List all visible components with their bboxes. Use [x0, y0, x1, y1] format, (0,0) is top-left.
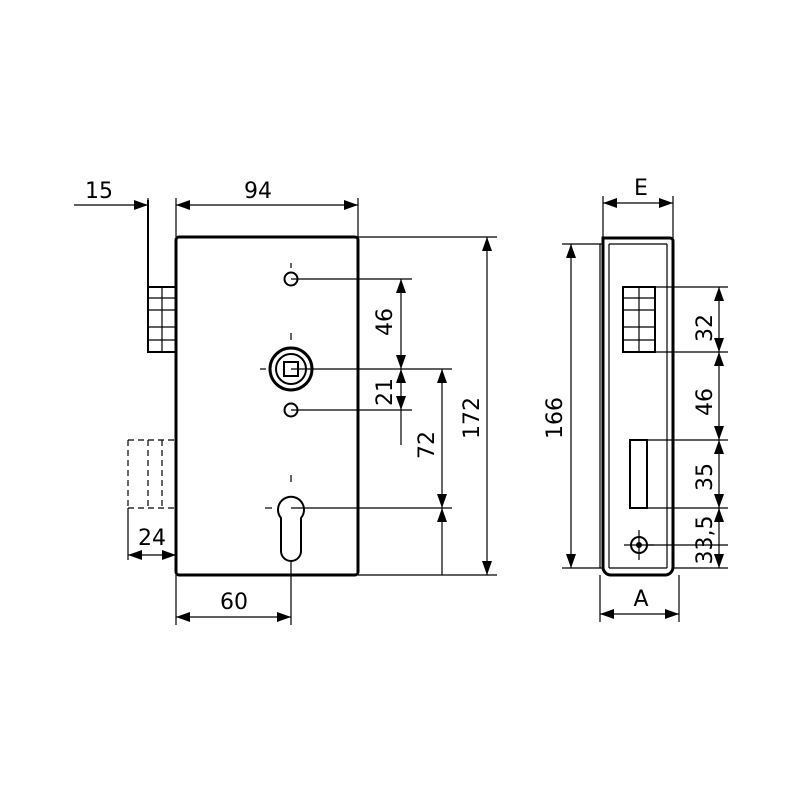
front-view: 15 94 46 21 72 172 24 60 [74, 179, 497, 625]
dim-a: A [633, 587, 648, 612]
front-extension-lines [127, 198, 497, 625]
dim-35: 35 [693, 463, 718, 491]
front-dimension-lines [74, 200, 492, 622]
upper-fixing-hole [283, 263, 299, 287]
dim-172: 172 [460, 397, 485, 439]
side-view: E 166 32 46 35 33,5 A [543, 176, 728, 622]
dim-33-5: 33,5 [693, 516, 718, 565]
side-case-outer [601, 236, 675, 577]
lock-body [174, 235, 360, 577]
dim-21: 21 [373, 378, 398, 406]
dim-46-side: 46 [693, 388, 718, 416]
dim-46-front: 46 [373, 308, 398, 336]
dead-bolt-dashed [127, 439, 176, 509]
side-dead-bolt [629, 439, 648, 509]
dim-72: 72 [415, 431, 440, 459]
dim-166: 166 [543, 397, 568, 439]
dim-15: 15 [85, 179, 113, 204]
dim-94: 94 [244, 179, 272, 204]
dim-32: 32 [693, 314, 718, 342]
side-latch-bolt [622, 286, 656, 353]
side-dimension-lines [566, 198, 724, 619]
dim-e: E [634, 176, 648, 201]
dim-24: 24 [138, 526, 166, 551]
dim-60: 60 [220, 590, 248, 615]
follower-spindle-hole [260, 333, 314, 392]
euro-cylinder-cutout [265, 475, 305, 562]
latch-bolt [147, 286, 177, 353]
